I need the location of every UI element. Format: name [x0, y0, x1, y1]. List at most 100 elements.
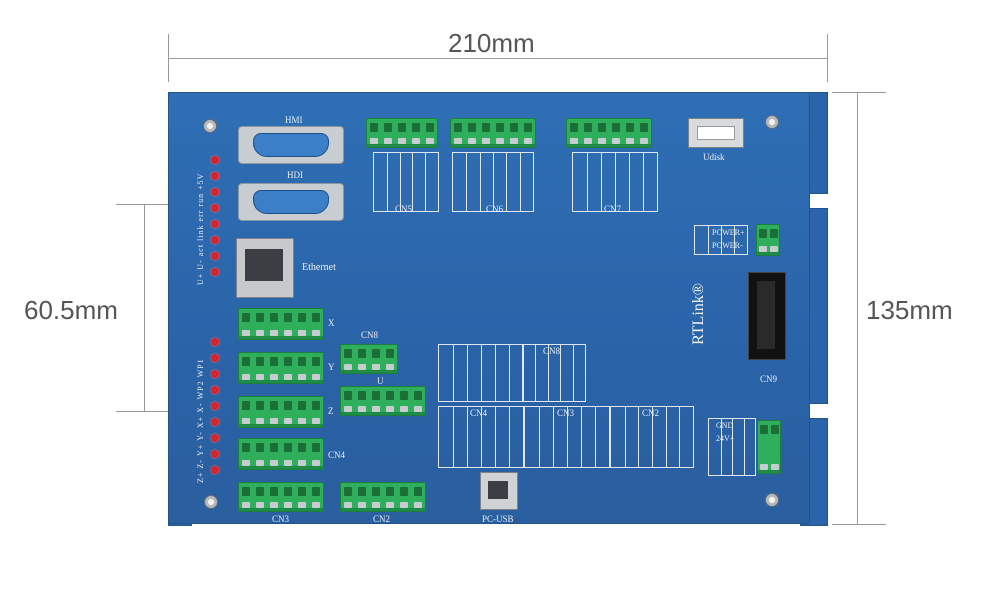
table-cell-divider [453, 345, 454, 401]
terminal-pin [256, 357, 264, 366]
table-cell-divider [567, 407, 568, 467]
cn9-label: CN9 [760, 374, 778, 384]
terminal-x[interactable] [238, 308, 324, 340]
table-cell-divider [743, 419, 745, 475]
udisk-port[interactable] [688, 118, 744, 148]
terminal-z[interactable] [238, 396, 324, 428]
terminal-y[interactable] [238, 352, 324, 384]
terminal-screw [270, 374, 278, 380]
led-labels: U+ U- act link err run +5V [196, 172, 205, 285]
table-cell-divider [519, 153, 521, 211]
terminal-pin [312, 357, 320, 366]
terminal-pin [400, 487, 408, 496]
terminal-screw [598, 138, 606, 144]
terminal-screw [414, 502, 422, 508]
cn6-label: CN6 [486, 204, 504, 214]
terminal-pin [242, 313, 250, 322]
hdi-connector[interactable] [238, 183, 344, 221]
terminal-screw [524, 138, 532, 144]
power-gnd-label: GND [716, 421, 734, 430]
ethernet-port[interactable] [236, 238, 294, 298]
cn7-pinout-table [572, 152, 658, 212]
table-cell-divider [643, 153, 644, 211]
terminal-pin [612, 123, 620, 132]
table-cell-divider [587, 153, 588, 211]
terminal-pin [386, 391, 394, 400]
cn8-pinout-table [522, 344, 586, 402]
terminal-y-label: Y [328, 362, 335, 372]
led-u-plus [211, 252, 219, 260]
terminal-cn8[interactable] [340, 344, 398, 374]
height-dimension-tick-top [832, 92, 886, 93]
pc-usb-port[interactable] [480, 472, 518, 510]
terminal-cn7[interactable] [566, 118, 652, 148]
terminal-screw [270, 460, 278, 466]
width-dimension-tick-right [827, 34, 828, 82]
terminal-pin [270, 313, 278, 322]
terminal-pin [298, 401, 306, 410]
terminal-pin [284, 487, 292, 496]
terminal-u[interactable] [340, 386, 426, 416]
terminal-cn6[interactable] [450, 118, 536, 148]
terminal-pin [344, 349, 352, 358]
terminal-screw [312, 374, 320, 380]
terminal-pin [598, 123, 606, 132]
table-cell-divider [479, 153, 481, 211]
terminal-screw [454, 138, 462, 144]
terminal-screw [284, 418, 292, 424]
terminal-screw [400, 502, 408, 508]
width-dimension-label: 210mm [448, 28, 535, 58]
pc-usb-label: PC-USB [482, 514, 514, 524]
terminal-pin [284, 357, 292, 366]
terminal-screw [584, 138, 592, 144]
terminal-screw [386, 364, 394, 370]
terminal-cn2[interactable] [340, 482, 426, 512]
table-cell-divider [708, 226, 709, 254]
cn9-header[interactable] [748, 272, 786, 360]
mount-dimension-line [144, 204, 145, 411]
led-z-minus [211, 434, 219, 442]
terminal-screw [640, 138, 648, 144]
power-terminal[interactable] [756, 224, 780, 256]
terminal-pin [298, 487, 306, 496]
terminal-pin [298, 313, 306, 322]
brand-logo: RTLink® [689, 283, 707, 345]
terminal-pin [372, 349, 380, 358]
led-5v [211, 156, 219, 164]
terminal-screw [570, 138, 578, 144]
terminal-screw [510, 138, 518, 144]
power-input-terminal[interactable] [757, 420, 781, 474]
table-cell-divider [615, 153, 616, 211]
terminal-pin [769, 229, 778, 238]
terminal-pin [312, 401, 320, 410]
screw-hole-top-right [765, 115, 779, 129]
terminal-cn4-label: CN4 [328, 450, 346, 460]
terminal-cn3[interactable] [238, 482, 324, 512]
power-plus-label: POWER+ [712, 228, 745, 237]
terminal-cn5[interactable] [366, 118, 438, 148]
led-run [211, 172, 219, 180]
terminal-pin [312, 487, 320, 496]
terminal-pin [468, 123, 476, 132]
height-dimension-line [857, 92, 858, 524]
terminal-pin [284, 313, 292, 322]
terminal-pin [640, 123, 648, 132]
table-cell-divider [629, 153, 630, 211]
table-cell-divider [601, 153, 602, 211]
cn4-table-label: CN4 [470, 408, 488, 418]
table-cell-divider [721, 226, 722, 254]
table-cell-divider [553, 407, 554, 467]
terminal-pin [482, 123, 490, 132]
table-cell-divider [624, 407, 626, 467]
terminal-screw [398, 138, 406, 144]
table-cell-divider [572, 345, 574, 401]
power-24v-label: 24V+ [716, 434, 735, 443]
mount-dimension-label: 60.5mm [24, 295, 118, 325]
terminal-cn4[interactable] [238, 438, 324, 470]
xyzu-pinout-table [438, 344, 524, 402]
led-x-plus [211, 386, 219, 394]
table-cell-divider [652, 407, 653, 467]
terminal-screw [372, 502, 380, 508]
hmi-connector[interactable] [238, 126, 344, 164]
terminal-screw [256, 460, 264, 466]
